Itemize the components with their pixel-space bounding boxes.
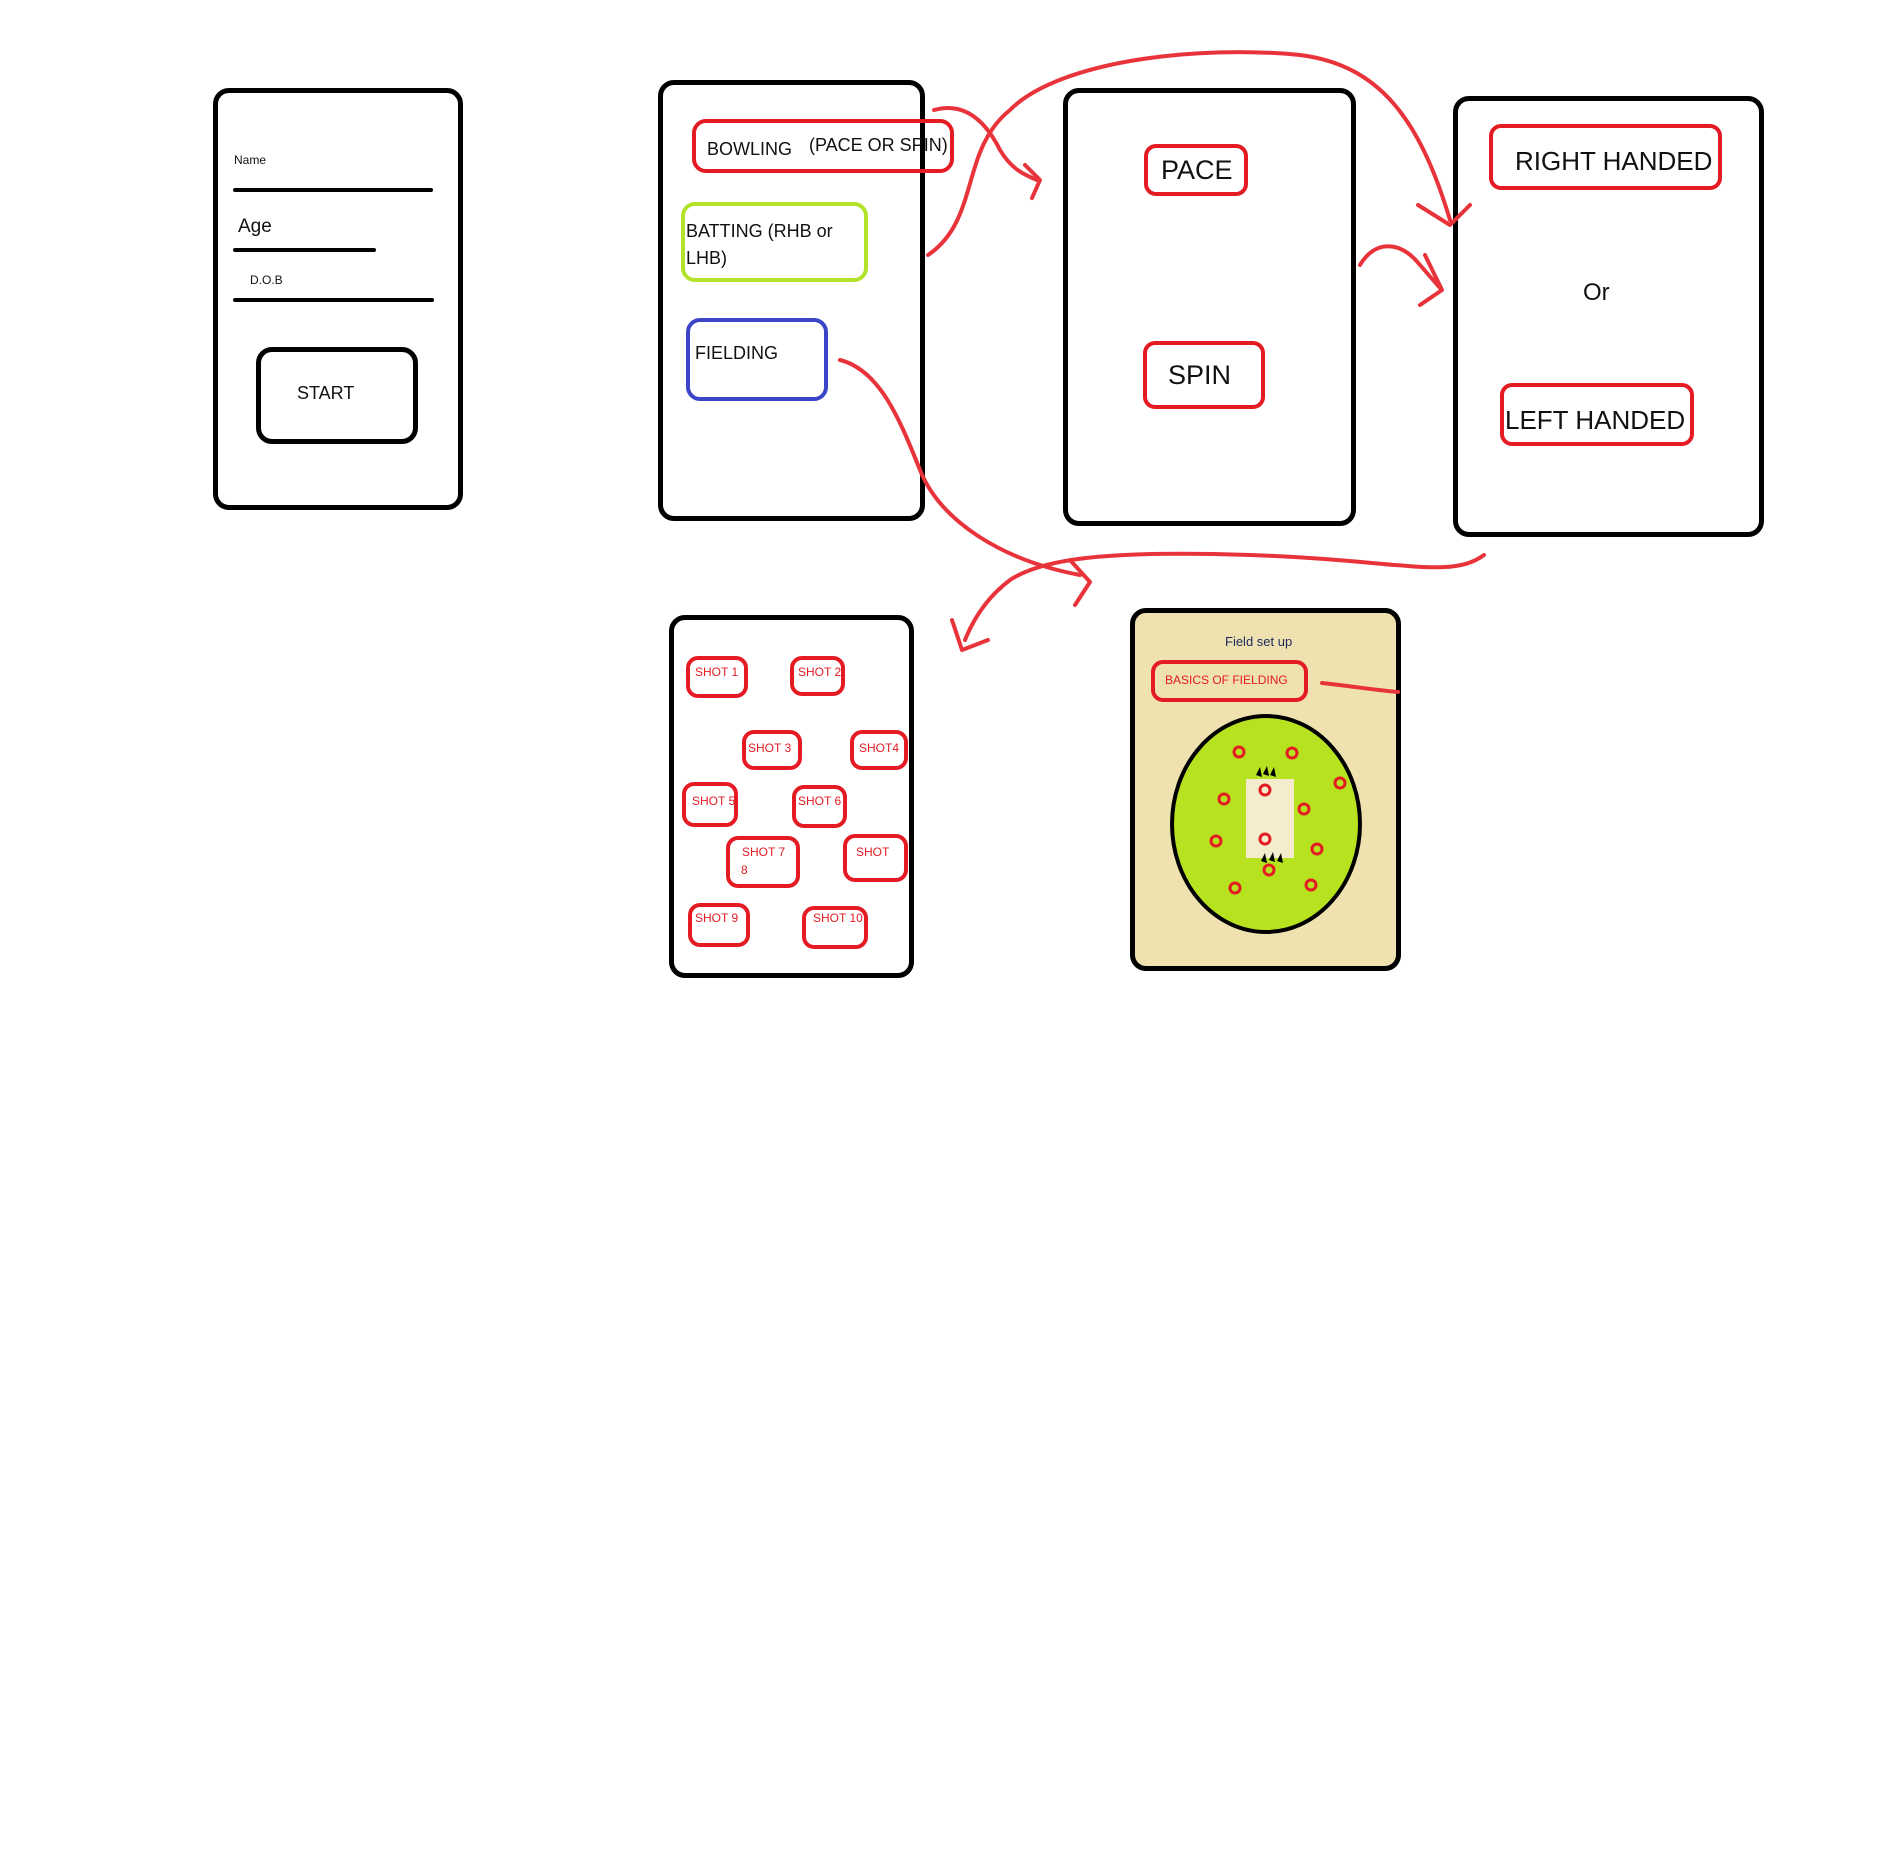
shot-label: SHOT 10 [813, 911, 863, 925]
cricket-ground [1170, 714, 1362, 934]
shot-label: SHOT 3 [748, 741, 792, 755]
shot-label: 8 [741, 863, 748, 877]
bowling-label: BOWLING [707, 139, 793, 159]
left-handed-label: LEFT HANDED [1505, 405, 1686, 435]
field-title: Field set up [1225, 634, 1293, 649]
age-field[interactable] [233, 248, 376, 252]
stumps-top [1256, 766, 1276, 777]
shot-button[interactable] [726, 836, 800, 888]
shot-button[interactable] [688, 903, 750, 947]
shot-label: SHOT 6 [798, 794, 842, 808]
shot-button[interactable] [790, 656, 845, 696]
fielder-markers [1209, 745, 1347, 895]
spin-label: SPIN [1168, 360, 1232, 390]
start-button-label: START [297, 383, 355, 403]
arrow-pace-to-handedness [1358, 244, 1442, 290]
right-handed-label: RIGHT HANDED [1515, 146, 1713, 176]
or-label: Or [1583, 279, 1610, 306]
name-label: Name [234, 153, 267, 167]
batting-label-line1: BATTING (RHB or [686, 221, 833, 241]
spin-button[interactable] [1143, 341, 1265, 409]
shot-button[interactable] [742, 730, 802, 770]
arrowhead-handedness-mid [1418, 253, 1444, 307]
shot-button[interactable] [792, 785, 847, 828]
shot-label: SHOT 2 [798, 665, 842, 679]
shot-label: SHOT4 [859, 741, 900, 755]
dob-field[interactable] [233, 298, 434, 302]
shot-button[interactable] [802, 906, 868, 949]
shot-button[interactable] [686, 656, 748, 698]
shot-label: SHOT 9 [695, 911, 739, 925]
batting-label-line2: LHB) [686, 248, 728, 268]
left-handed-button[interactable] [1500, 383, 1694, 446]
dob-label: D.O.B [250, 273, 283, 287]
shot-label: SHOT [856, 845, 890, 859]
fielding-button[interactable] [686, 318, 828, 401]
shot-button[interactable] [843, 834, 908, 882]
basics-of-fielding-label: BASICS OF FIELDING [1165, 673, 1288, 687]
stumps-bottom [1261, 852, 1283, 863]
shot-label: SHOT 7 [742, 845, 786, 859]
age-label: Age [238, 216, 272, 237]
shot-label: SHOT 5 [692, 794, 736, 808]
shot-button[interactable] [850, 730, 908, 770]
batting-button[interactable] [681, 202, 868, 282]
handedness-screen [1453, 96, 1764, 537]
arrowhead-shots [950, 618, 990, 652]
bowling-hint: (PACE OR SPIN) [809, 135, 948, 155]
arrowhead-field [1068, 558, 1092, 607]
start-button[interactable] [256, 347, 418, 444]
shot-label: SHOT 1 [695, 665, 739, 679]
name-field[interactable] [233, 188, 433, 192]
pace-label: PACE [1161, 155, 1233, 185]
arrowhead-pace [1023, 163, 1042, 200]
right-handed-button[interactable] [1489, 124, 1722, 190]
shots-screen [669, 615, 914, 978]
fielding-label: FIELDING [695, 343, 779, 363]
basics-of-fielding-button[interactable] [1151, 660, 1308, 702]
shot-button[interactable] [682, 782, 738, 827]
